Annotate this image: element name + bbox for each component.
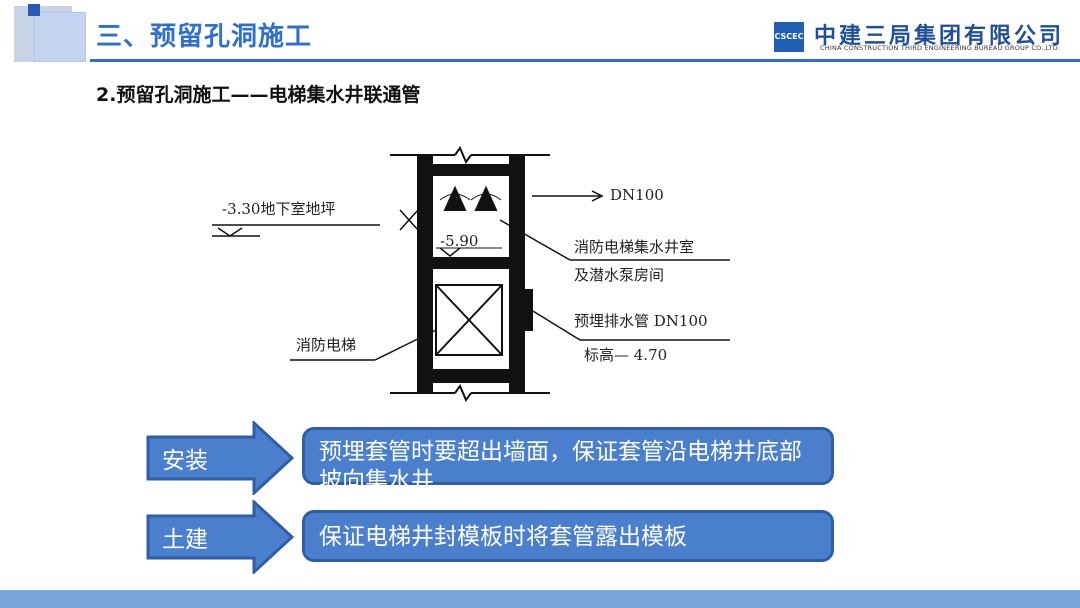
- pit-section-diagram: -3.30地下室地坪 -5.90 DN100 消防电梯集水井室 及潜水泵房间 预…: [200, 140, 740, 410]
- civil-arrow-shape: [146, 500, 295, 574]
- civil-note-box: 保证电梯井封模板时将套管露出模板: [302, 510, 834, 562]
- footer-bar: [0, 590, 1080, 608]
- civil-tag: 土建: [162, 527, 208, 553]
- header-decoration-square: [34, 12, 86, 62]
- fire-elevator-label: 消防电梯: [296, 336, 357, 354]
- install-tag: 安装: [162, 448, 208, 474]
- diagram-drawing: [212, 145, 730, 403]
- install-note-box: 预埋套管时要超出墙面，保证套管沿电梯井底部坡向集水井: [302, 427, 834, 494]
- company-name-cn: 中建三局集团有限公司: [814, 24, 1065, 49]
- company-logo-icon: CSCEC: [774, 22, 804, 52]
- pipe-size-label: DN100: [610, 186, 664, 204]
- civil-note-text: 保证电梯井封模板时将套管露出模板: [319, 524, 687, 550]
- company-name-en: CHINA CONSTRUCTION THIRD ENGINEERING BUR…: [820, 44, 1061, 52]
- pit-room-label-line1: 消防电梯集水井室: [574, 238, 695, 256]
- section-subtitle: 2.预留孔洞施工——电梯集水井联通管: [96, 84, 421, 106]
- pipe-elevation-label: 标高— 4.70: [584, 346, 668, 364]
- header-rule: [90, 59, 1080, 62]
- header-decoration-corner: [28, 4, 40, 16]
- slide-title: 三、预留孔洞施工: [96, 22, 313, 52]
- install-arrow-shape: [146, 421, 295, 495]
- pit-level-label: -5.90: [440, 232, 479, 250]
- embedded-pipe-label: 预埋排水管 DN100: [574, 312, 708, 330]
- floor-level-label: -3.30地下室地坪: [222, 200, 336, 218]
- pit-room-label-line2: 及潜水泵房间: [574, 266, 665, 284]
- install-note-text: 预埋套管时要超出墙面，保证套管沿电梯井底部坡向集水井: [319, 439, 802, 494]
